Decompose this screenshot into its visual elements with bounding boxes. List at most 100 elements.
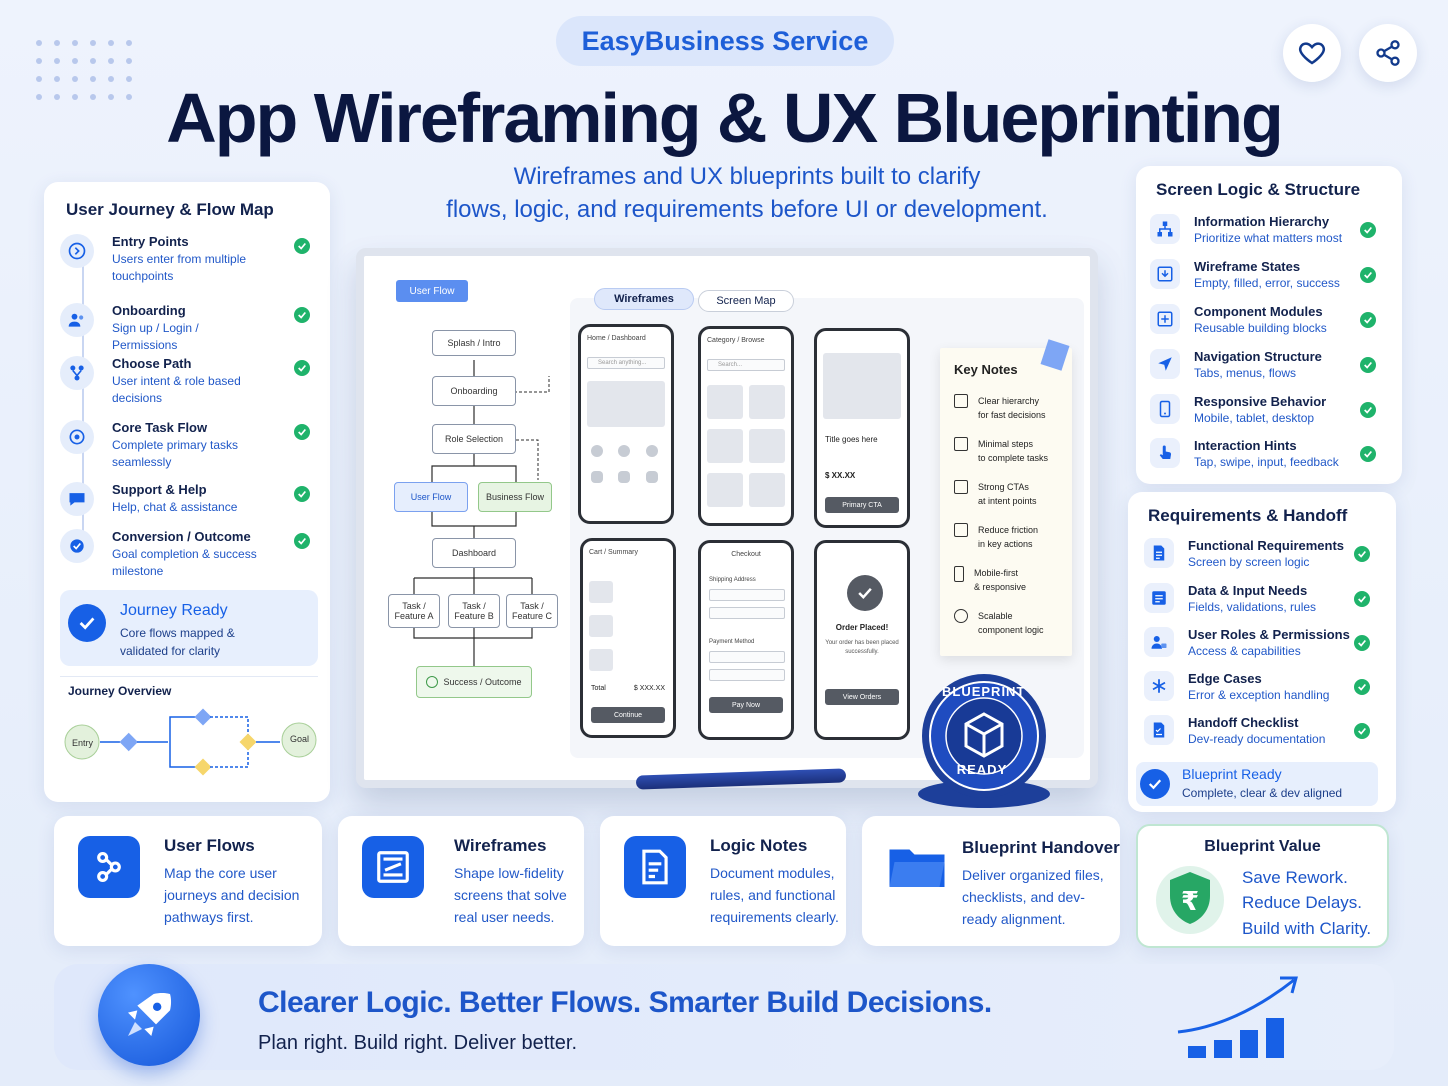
share-icon — [1376, 40, 1400, 66]
download-box-icon — [1150, 259, 1180, 289]
feature-card-wireframes[interactable]: Wireframes Shape low-fidelity screens th… — [338, 816, 584, 946]
feature-card-user-flows[interactable]: User Flows Map the core user journeys an… — [54, 816, 322, 946]
item-desc: Prioritize what matters most — [1194, 231, 1343, 245]
image-placeholder — [749, 473, 785, 507]
note-line: at intent points — [978, 496, 1037, 506]
key-notes-title: Key Notes — [954, 362, 1018, 377]
journey-ready-desc: Core flows mapped & validated for clarit… — [120, 626, 235, 658]
payment-label: Payment Method — [709, 639, 755, 645]
value-line-3: Build with Clarity. — [1242, 919, 1372, 938]
tab-wireframes[interactable]: Wireframes — [594, 288, 694, 310]
rupee-shield-icon: ₹ — [1156, 866, 1224, 934]
flow-node-role-selection[interactable]: Role Selection — [432, 424, 516, 454]
check-icon — [1354, 723, 1370, 739]
pay-now-button[interactable]: Pay Now — [709, 697, 783, 713]
feature-desc: Deliver organized files, checklists, and… — [962, 867, 1104, 927]
svg-text:₹: ₹ — [1181, 887, 1199, 917]
note-line: for fast decisions — [978, 410, 1046, 420]
check-icon — [1360, 222, 1376, 238]
flow-node-user-flow[interactable]: User Flow — [394, 482, 468, 512]
check-icon — [294, 533, 310, 549]
image-placeholder — [589, 581, 613, 603]
image-placeholder — [707, 429, 743, 463]
order-placed-title: Order Placed! — [835, 623, 889, 632]
view-orders-button[interactable]: View Orders — [825, 689, 899, 705]
navigation-arrow-icon — [1150, 349, 1180, 379]
feature-title: Blueprint Handover — [962, 838, 1120, 857]
step-title: Support & Help — [112, 482, 207, 497]
order-placed-msg: Your order has been placed successfully. — [825, 640, 899, 655]
journey-card-title: User Journey & Flow Map — [66, 200, 274, 219]
phone-home-dashboard: Home / Dashboard Search anything... — [578, 324, 674, 524]
nodes-icon — [954, 609, 968, 623]
check-icon — [1360, 312, 1376, 328]
banner-subline: Plan right. Build right. Deliver better. — [258, 1032, 578, 1054]
blueprint-value-card: Blueprint Value ₹ Save Rework. Reduce De… — [1136, 824, 1389, 948]
item-desc: Mobile, tablet, desktop — [1194, 411, 1315, 425]
users-icon — [60, 303, 94, 337]
search-placeholder: Search anything... — [598, 360, 647, 366]
value-line-1: Save Rework. — [1242, 868, 1348, 887]
continue-button[interactable]: Continue — [591, 707, 665, 723]
feature-card-logic-notes[interactable]: Logic Notes Document modules, rules, and… — [600, 816, 846, 946]
input-field — [709, 651, 785, 663]
item-title: Component Modules — [1194, 304, 1323, 319]
flow-node-business-flow[interactable]: Business Flow — [478, 482, 552, 512]
item-title: Navigation Structure — [1194, 349, 1322, 364]
badge-top-text: BLUEPRINT — [942, 684, 1026, 699]
share-button[interactable] — [1359, 24, 1417, 82]
check-icon — [294, 238, 310, 254]
primary-cta-button[interactable]: Primary CTA — [825, 497, 899, 513]
flow-node-onboarding[interactable]: Onboarding — [432, 376, 516, 406]
item-title: Interaction Hints — [1194, 438, 1297, 453]
heart-icon — [1298, 42, 1326, 65]
note-line: Clear hierarchy — [978, 396, 1040, 406]
cta-icon — [954, 480, 968, 494]
cart-total-value: $ XXX.XX — [633, 685, 665, 692]
flow-node-task-b[interactable]: Task / Feature B — [448, 594, 500, 628]
step-desc: Goal completion & success milestone — [112, 547, 257, 578]
tap-hand-icon — [1150, 438, 1180, 468]
journey-timeline-line — [82, 262, 84, 552]
phone-cart-summary: Cart / Summary Total $ XXX.XX Continue — [580, 538, 676, 738]
flow-node-task-a[interactable]: Task / Feature A — [388, 594, 440, 628]
journey-ready-panel: Journey Ready Core flows mapped & valida… — [60, 590, 318, 666]
search-field: Search... — [707, 359, 785, 371]
check-icon — [1354, 679, 1370, 695]
banner-headline: Clearer Logic. Better Flows. Smarter Bui… — [258, 986, 992, 1019]
tab-screen-map[interactable]: Screen Map — [698, 290, 794, 312]
item-desc: Error & exception handling — [1188, 688, 1330, 702]
check-icon — [294, 307, 310, 323]
check-icon — [1360, 357, 1376, 373]
document-notes-icon — [624, 836, 686, 898]
flow-node-dashboard[interactable]: Dashboard — [432, 538, 516, 568]
flow-node-splash[interactable]: Splash / Intro — [432, 330, 516, 356]
favorite-button[interactable] — [1283, 24, 1341, 82]
feature-card-blueprint-handover[interactable]: Blueprint Handover Deliver organized fil… — [862, 816, 1120, 946]
flow-node-task-c[interactable]: Task / Feature C — [506, 594, 558, 628]
flow-branch-icon — [78, 836, 140, 898]
journey-overview-title: Journey Overview — [68, 684, 172, 698]
flow-node-success[interactable]: Success / Outcome — [416, 666, 532, 698]
feature-desc: Map the core user journeys and decision … — [164, 865, 300, 925]
step-desc: Users enter from multiple touchpoints — [112, 252, 247, 283]
asterisk-icon — [1144, 671, 1174, 701]
